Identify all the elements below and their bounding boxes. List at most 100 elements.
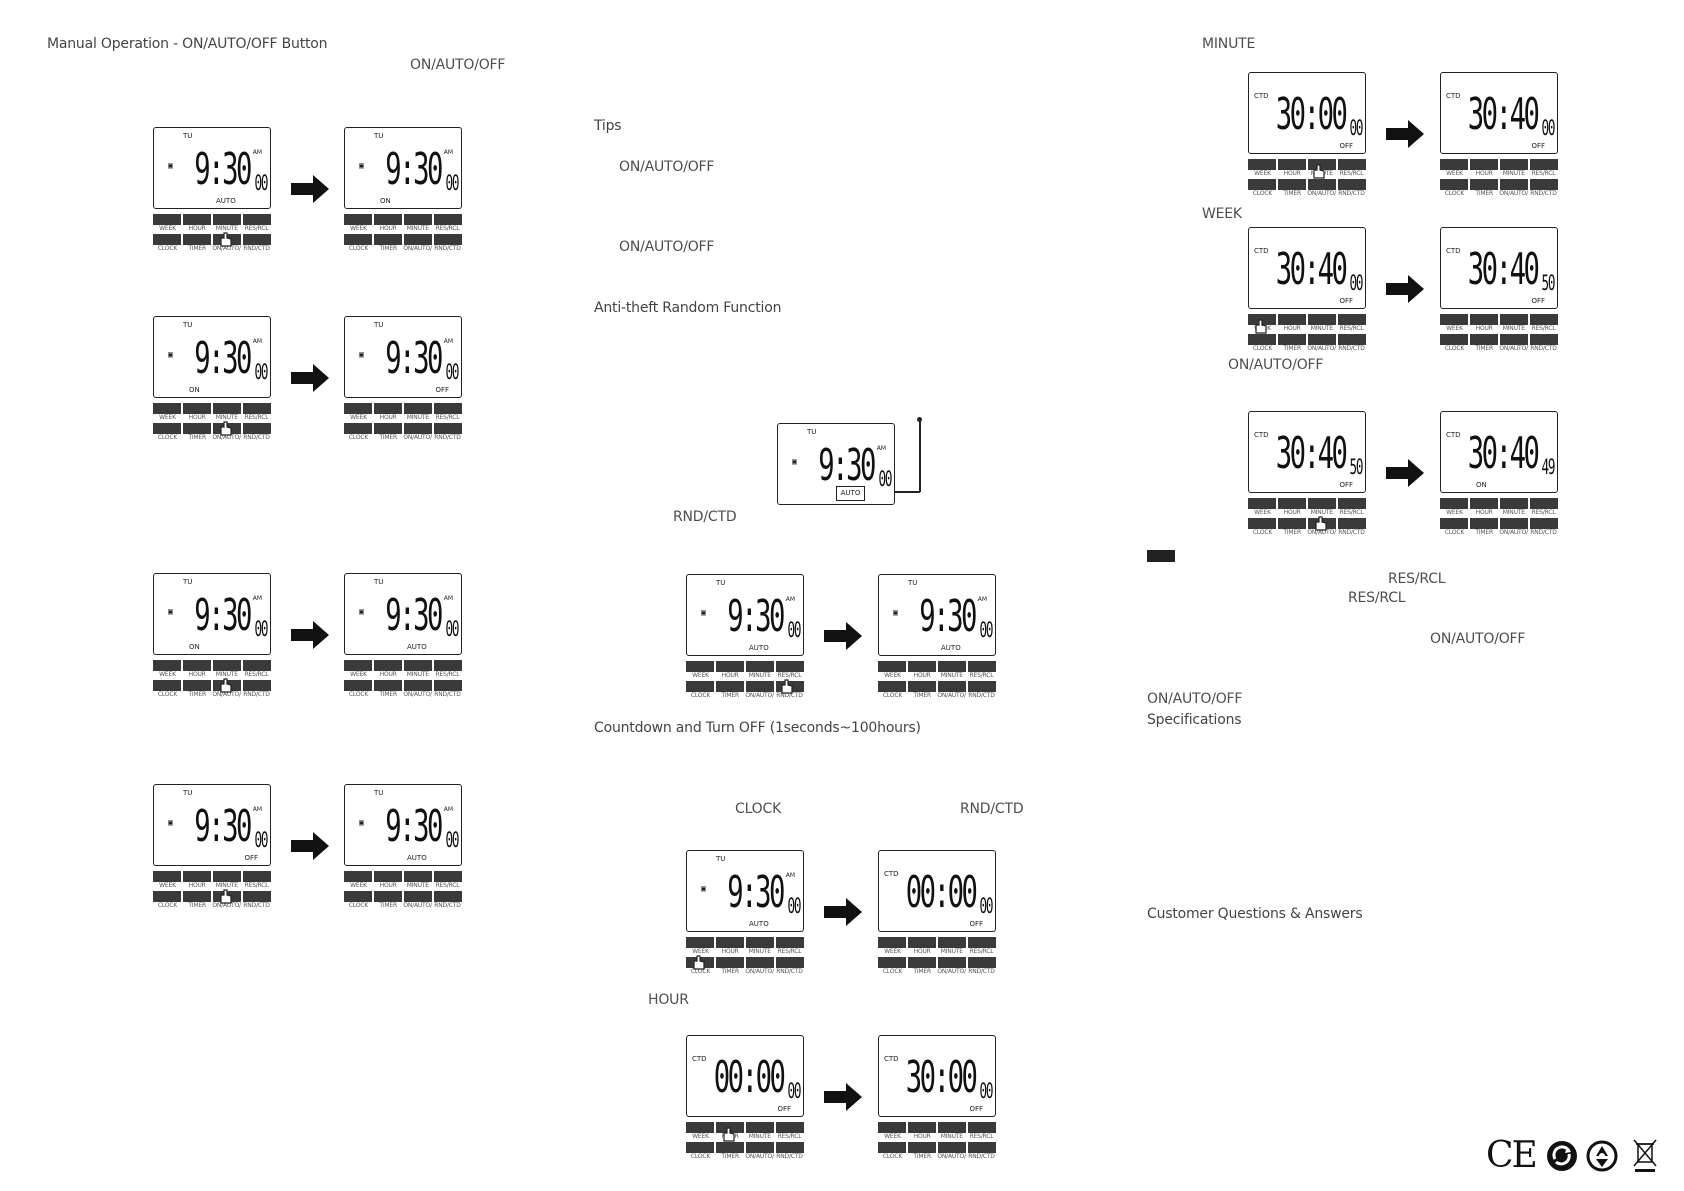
key-hour[interactable] <box>1278 498 1306 509</box>
key-hour[interactable] <box>908 661 936 672</box>
key-week[interactable] <box>686 937 714 948</box>
key-res-rcl[interactable] <box>243 871 271 882</box>
key-on-auto-off[interactable] <box>404 234 432 245</box>
key-week[interactable] <box>1248 159 1276 170</box>
key-rnd-ctd[interactable] <box>1338 518 1366 529</box>
key-res-rcl[interactable] <box>968 1122 996 1133</box>
key-res-rcl[interactable] <box>434 403 462 414</box>
key-minute[interactable] <box>213 871 241 882</box>
key-res-rcl[interactable] <box>243 660 271 671</box>
key-minute[interactable] <box>213 403 241 414</box>
key-rnd-ctd[interactable] <box>776 957 804 968</box>
key-clock[interactable] <box>1440 518 1468 529</box>
key-clock[interactable] <box>1248 179 1276 190</box>
key-hour[interactable] <box>374 660 402 671</box>
key-minute[interactable] <box>746 1122 774 1133</box>
key-res-rcl[interactable] <box>434 871 462 882</box>
key-minute[interactable] <box>1308 159 1336 170</box>
key-res-rcl[interactable] <box>1338 498 1366 509</box>
key-clock[interactable] <box>878 1142 906 1153</box>
key-minute[interactable] <box>1308 498 1336 509</box>
key-rnd-ctd[interactable] <box>434 680 462 691</box>
key-res-rcl[interactable] <box>434 660 462 671</box>
key-timer[interactable] <box>183 891 211 902</box>
key-rnd-ctd[interactable] <box>1530 179 1558 190</box>
key-week[interactable] <box>1248 498 1276 509</box>
key-hour[interactable] <box>374 871 402 882</box>
key-minute[interactable] <box>1500 314 1528 325</box>
key-hour[interactable] <box>908 1122 936 1133</box>
key-week[interactable] <box>878 1122 906 1133</box>
key-rnd-ctd[interactable] <box>968 1142 996 1153</box>
key-res-rcl[interactable] <box>1338 159 1366 170</box>
key-timer[interactable] <box>374 423 402 434</box>
key-hour[interactable] <box>1470 159 1498 170</box>
key-week[interactable] <box>1440 498 1468 509</box>
key-clock[interactable] <box>344 680 372 691</box>
key-rnd-ctd[interactable] <box>434 234 462 245</box>
key-res-rcl[interactable] <box>776 937 804 948</box>
key-minute[interactable] <box>938 661 966 672</box>
key-rnd-ctd[interactable] <box>243 891 271 902</box>
key-rnd-ctd[interactable] <box>434 891 462 902</box>
key-minute[interactable] <box>213 660 241 671</box>
key-timer[interactable] <box>1278 179 1306 190</box>
key-week[interactable] <box>153 660 181 671</box>
key-minute[interactable] <box>1500 159 1528 170</box>
key-minute[interactable] <box>404 871 432 882</box>
key-res-rcl[interactable] <box>1530 498 1558 509</box>
key-res-rcl[interactable] <box>434 214 462 225</box>
key-timer[interactable] <box>183 234 211 245</box>
key-clock[interactable] <box>1440 179 1468 190</box>
key-clock[interactable] <box>344 423 372 434</box>
key-week[interactable] <box>153 871 181 882</box>
key-rnd-ctd[interactable] <box>1530 518 1558 529</box>
key-rnd-ctd[interactable] <box>776 1142 804 1153</box>
key-clock[interactable] <box>878 681 906 692</box>
key-timer[interactable] <box>716 1142 744 1153</box>
key-minute[interactable] <box>746 661 774 672</box>
key-timer[interactable] <box>1470 179 1498 190</box>
key-timer[interactable] <box>1278 518 1306 529</box>
key-rnd-ctd[interactable] <box>243 234 271 245</box>
key-timer[interactable] <box>1278 334 1306 345</box>
key-res-rcl[interactable] <box>968 937 996 948</box>
key-clock[interactable] <box>344 891 372 902</box>
key-on-auto-off[interactable] <box>746 1142 774 1153</box>
key-res-rcl[interactable] <box>1338 314 1366 325</box>
key-rnd-ctd[interactable] <box>1338 334 1366 345</box>
key-on-auto-off[interactable] <box>1308 334 1336 345</box>
key-on-auto-off[interactable] <box>404 680 432 691</box>
key-week[interactable] <box>686 1122 714 1133</box>
key-clock[interactable] <box>686 1142 714 1153</box>
key-on-auto-off[interactable] <box>404 423 432 434</box>
key-timer[interactable] <box>716 681 744 692</box>
key-hour[interactable] <box>374 214 402 225</box>
key-rnd-ctd[interactable] <box>243 423 271 434</box>
key-clock[interactable] <box>878 957 906 968</box>
key-hour[interactable] <box>716 661 744 672</box>
key-timer[interactable] <box>908 957 936 968</box>
key-rnd-ctd[interactable] <box>1338 179 1366 190</box>
key-rnd-ctd[interactable] <box>243 680 271 691</box>
key-timer[interactable] <box>374 891 402 902</box>
key-on-auto-off[interactable] <box>1500 518 1528 529</box>
key-clock[interactable] <box>344 234 372 245</box>
key-week[interactable] <box>878 661 906 672</box>
key-clock[interactable] <box>686 681 714 692</box>
key-week[interactable] <box>344 403 372 414</box>
key-res-rcl[interactable] <box>968 661 996 672</box>
key-rnd-ctd[interactable] <box>1530 334 1558 345</box>
key-rnd-ctd[interactable] <box>434 423 462 434</box>
key-minute[interactable] <box>938 937 966 948</box>
key-clock[interactable] <box>153 423 181 434</box>
key-minute[interactable] <box>1500 498 1528 509</box>
key-timer[interactable] <box>183 423 211 434</box>
key-week[interactable] <box>153 403 181 414</box>
key-clock[interactable] <box>1440 334 1468 345</box>
key-on-auto-off[interactable] <box>746 957 774 968</box>
key-timer[interactable] <box>1470 518 1498 529</box>
key-hour[interactable] <box>374 403 402 414</box>
key-minute[interactable] <box>404 214 432 225</box>
key-on-auto-off[interactable] <box>1308 179 1336 190</box>
